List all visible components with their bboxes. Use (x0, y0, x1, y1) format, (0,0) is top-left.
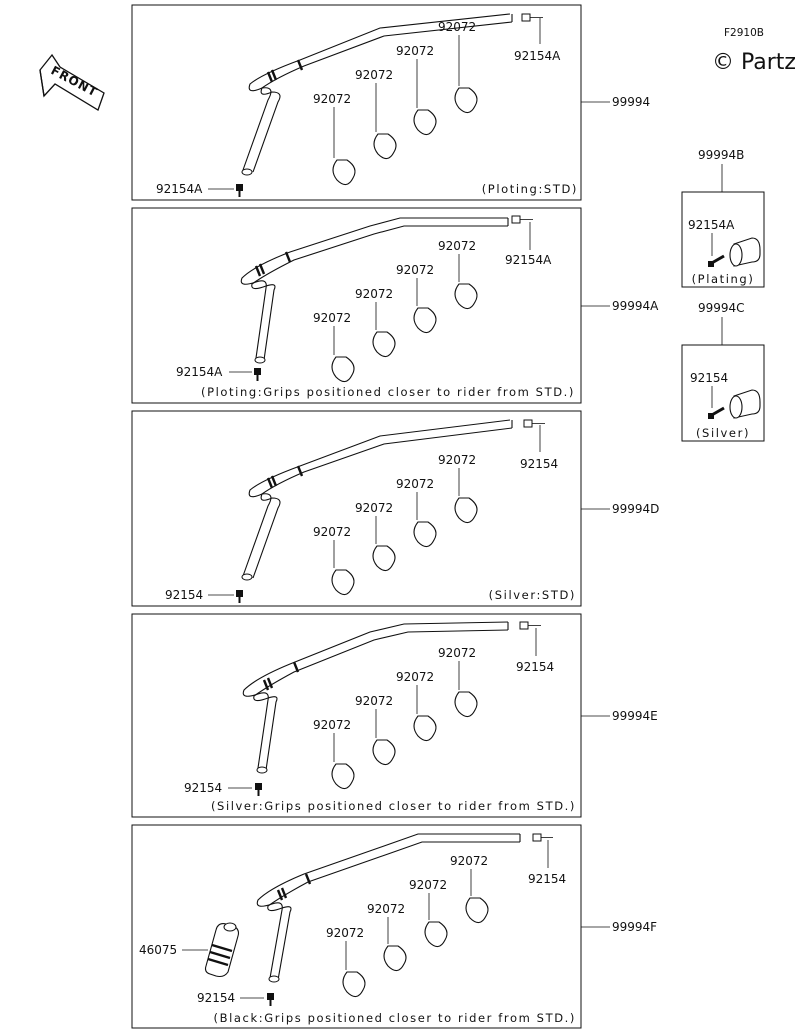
part-label-bolt[interactable]: 92154 (197, 991, 235, 1005)
panel-caption: (Plating) (692, 272, 755, 286)
handlebar-drawing (256, 833, 521, 983)
panel-frame (681, 344, 765, 442)
panel-frame (131, 613, 582, 818)
bolt-icon (708, 254, 725, 267)
part-label-clamp[interactable]: 92072 (326, 926, 364, 940)
part-label-clamp[interactable]: 92072 (438, 453, 476, 467)
part-label-bolt[interactable]: 92154 (690, 371, 728, 385)
bolt-icon (236, 184, 243, 197)
part-label-clamp[interactable]: 92072 (438, 20, 476, 34)
bolt-icon (254, 368, 261, 381)
copyright-text: © Partz (712, 50, 796, 75)
part-label-clamp[interactable]: 92072 (313, 92, 351, 106)
assembly-panel-99994A[interactable]: 92072 92072 92072 92072 92154A 92154A (P… (131, 207, 659, 404)
part-label-clamp[interactable]: 92072 (438, 239, 476, 253)
part-label-bolt[interactable]: 92154A (688, 218, 735, 232)
panel-frame (131, 4, 582, 201)
assembly-number[interactable]: 99994B (698, 148, 744, 162)
part-label-clamp[interactable]: 92072 (355, 287, 393, 301)
clamp-icons (342, 897, 489, 998)
panel-caption: (Ploting:STD) (482, 182, 578, 196)
assembly-panel-99994C[interactable]: 99994C 92154 (Silver) (681, 301, 765, 442)
part-label-grip[interactable]: 46075 (139, 943, 177, 957)
leader-lines (228, 628, 610, 789)
part-label-clamp[interactable]: 92072 (396, 477, 434, 491)
handlebar-drawing (241, 419, 513, 581)
panel-caption: (Ploting:Grips positioned closer to ride… (201, 385, 575, 399)
handlebar-drawing (240, 217, 509, 364)
part-label-clamp[interactable]: 92072 (438, 646, 476, 660)
bolt-icon (521, 13, 543, 22)
part-label-clamp[interactable]: 92072 (396, 670, 434, 684)
bolt-icon (236, 590, 243, 603)
part-label-clamp[interactable]: 92072 (396, 263, 434, 277)
part-label-bolt[interactable]: 92154 (516, 660, 554, 674)
assembly-panel-99994F[interactable]: 92072 92072 92072 92072 92154 92154 4607… (131, 824, 657, 1029)
part-label-clamp[interactable]: 92072 (355, 694, 393, 708)
bolt-icon (255, 783, 262, 796)
bolt-icon (708, 406, 725, 419)
leader-lines (182, 840, 610, 999)
bolt-icon (511, 215, 533, 224)
part-label-clamp[interactable]: 92072 (367, 902, 405, 916)
assembly-number[interactable]: 99994E (612, 709, 658, 723)
assembly-panel-99994B[interactable]: 99994B 92154A (Plating) (681, 148, 765, 288)
grip-icon (204, 922, 240, 978)
part-label-bolt[interactable]: 92154 (520, 457, 558, 471)
part-label-bolt[interactable]: 92154A (514, 49, 561, 63)
part-label-clamp[interactable]: 92072 (409, 878, 447, 892)
assembly-panel-99994E[interactable]: 92072 92072 92072 92072 92154 92154 (Sil… (131, 613, 658, 818)
bolt-icon (532, 833, 553, 842)
assembly-number[interactable]: 99994C (698, 301, 745, 315)
leader-lines (208, 18, 610, 190)
bar-end-weight-icon (729, 389, 761, 419)
part-label-bolt[interactable]: 92154A (156, 182, 203, 196)
part-label-bolt[interactable]: 92154A (505, 253, 552, 267)
handlebar-drawing (241, 13, 513, 176)
part-label-clamp[interactable]: 92072 (396, 44, 434, 58)
panel-frame (131, 410, 582, 607)
part-label-bolt[interactable]: 92154 (165, 588, 203, 602)
part-label-clamp[interactable]: 92072 (313, 311, 351, 325)
panel-frame (681, 191, 765, 288)
panel-caption: (Black:Grips positioned closer to rider … (214, 1011, 576, 1025)
bar-end-weight-icon (729, 237, 761, 267)
panel-caption: (Silver) (696, 426, 750, 440)
part-label-clamp[interactable]: 92072 (313, 718, 351, 732)
bolt-icon (267, 993, 274, 1006)
assembly-number[interactable]: 99994F (612, 920, 657, 934)
part-label-bolt[interactable]: 92154 (528, 872, 566, 886)
panel-frame (131, 824, 582, 1029)
leader-lines (208, 425, 610, 596)
assembly-number[interactable]: 99994D (612, 502, 659, 516)
part-label-clamp[interactable]: 92072 (450, 854, 488, 868)
assembly-panel-99994[interactable]: 92072 92072 92072 92072 92154A 92154A (P… (131, 4, 650, 201)
part-label-clamp[interactable]: 92072 (355, 68, 393, 82)
clamp-icons (331, 691, 478, 790)
front-direction-arrow-icon: FRONT (39, 53, 105, 111)
bolt-icon (523, 419, 545, 428)
panel-frame (131, 207, 582, 404)
clamp-icons (331, 283, 478, 383)
clamp-icons (331, 497, 478, 596)
handlebar-drawing (242, 621, 509, 774)
part-label-clamp[interactable]: 92072 (355, 501, 393, 515)
part-label-bolt[interactable]: 92154A (176, 365, 223, 379)
part-label-bolt[interactable]: 92154 (184, 781, 222, 795)
part-label-clamp[interactable]: 92072 (313, 525, 351, 539)
clamp-icons (332, 87, 478, 186)
bolt-icon (519, 621, 541, 630)
figure-code: F2910B (724, 27, 764, 39)
assembly-number[interactable]: 99994A (612, 299, 659, 313)
assembly-panel-99994D[interactable]: 92072 92072 92072 92072 92154 92154 (Sil… (131, 410, 659, 607)
panel-caption: (Silver:STD) (489, 588, 576, 602)
panel-caption: (Silver:Grips positioned closer to rider… (211, 799, 576, 813)
assembly-number[interactable]: 99994 (612, 95, 650, 109)
leader-lines (229, 222, 610, 373)
